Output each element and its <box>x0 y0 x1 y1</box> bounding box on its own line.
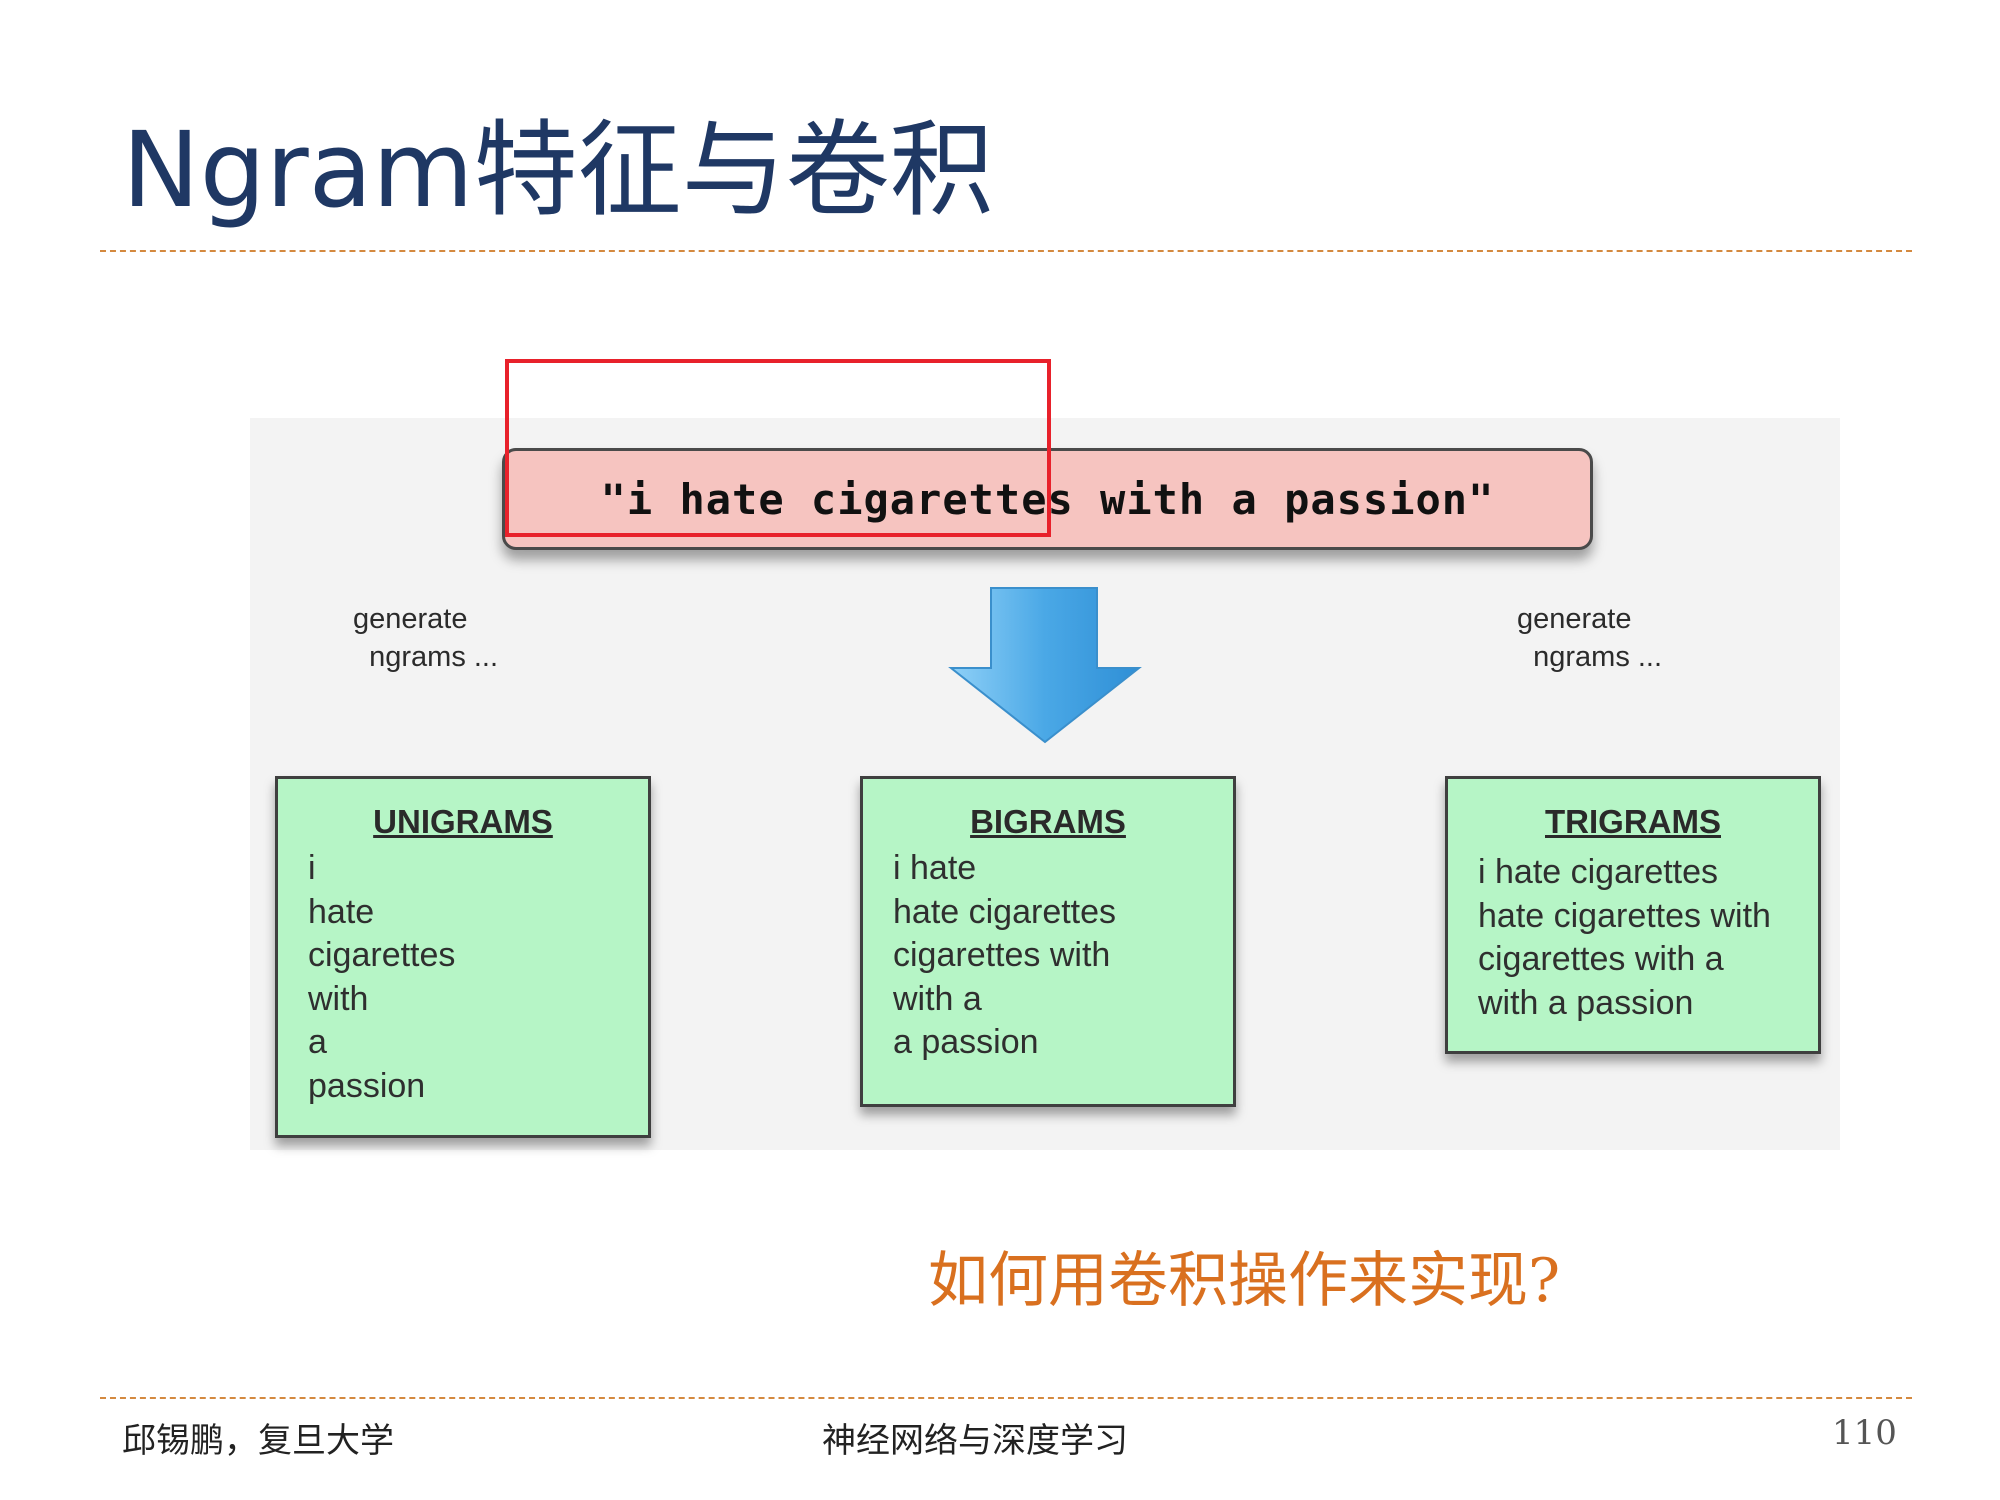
list-item: a <box>308 1023 327 1061</box>
bigrams-box: BIGRAMS i hate hate cigarettes cigarette… <box>860 776 1236 1107</box>
unigrams-list: i hate cigarettes with a passion <box>308 847 455 1108</box>
bigrams-list: i hate hate cigarettes cigarettes with w… <box>893 847 1116 1065</box>
ngram-figure: "i hate cigarettes with a passion" gener… <box>250 418 1840 1150</box>
footer-course: 神经网络与深度学习 <box>822 1421 1128 1461</box>
sentence-text: "i hate cigarettes with a passion" <box>600 474 1495 524</box>
list-item: i hate <box>893 849 977 887</box>
title-divider <box>100 250 1912 252</box>
unigrams-box: UNIGRAMS i hate cigarettes with a passio… <box>275 776 651 1138</box>
list-item: cigarettes with <box>893 936 1111 974</box>
down-arrow-icon <box>948 587 1142 744</box>
list-item: i hate cigarettes <box>1478 853 1719 891</box>
slide-title: Ngram特征与卷积 <box>122 109 994 231</box>
generate-label-right: generate ngrams ... <box>1517 603 1663 673</box>
page-number: 110 <box>1832 1413 1897 1453</box>
generate-label-left: generate ngrams ... <box>353 603 499 673</box>
footer-author: 邱锡鹏，复旦大学 <box>122 1421 394 1461</box>
list-item: with a passion <box>1478 983 1694 1022</box>
list-item: cigarettes with a <box>1478 940 1724 978</box>
list-item: passion <box>308 1066 426 1105</box>
list-item: i <box>308 849 316 887</box>
list-item: hate cigarettes <box>893 892 1117 931</box>
trigrams-heading: TRIGRAMS <box>1545 803 1721 840</box>
list-item: a passion <box>893 1023 1039 1061</box>
footer-divider <box>100 1397 1912 1399</box>
list-item: hate <box>308 892 375 931</box>
bigrams-heading: BIGRAMS <box>970 803 1126 840</box>
trigrams-list: i hate cigarettes hate cigarettes with c… <box>1478 851 1771 1025</box>
list-item: with <box>308 979 369 1018</box>
trigrams-box: TRIGRAMS i hate cigarettes hate cigarett… <box>1445 776 1821 1054</box>
list-item: hate cigarettes with <box>1478 896 1771 935</box>
convolution-window-highlight <box>505 359 1051 537</box>
unigrams-heading: UNIGRAMS <box>373 803 553 840</box>
list-item: cigarettes <box>308 936 456 974</box>
list-item: with a <box>893 979 982 1018</box>
question-text: 如何用卷积操作来实现? <box>928 1246 1561 1316</box>
